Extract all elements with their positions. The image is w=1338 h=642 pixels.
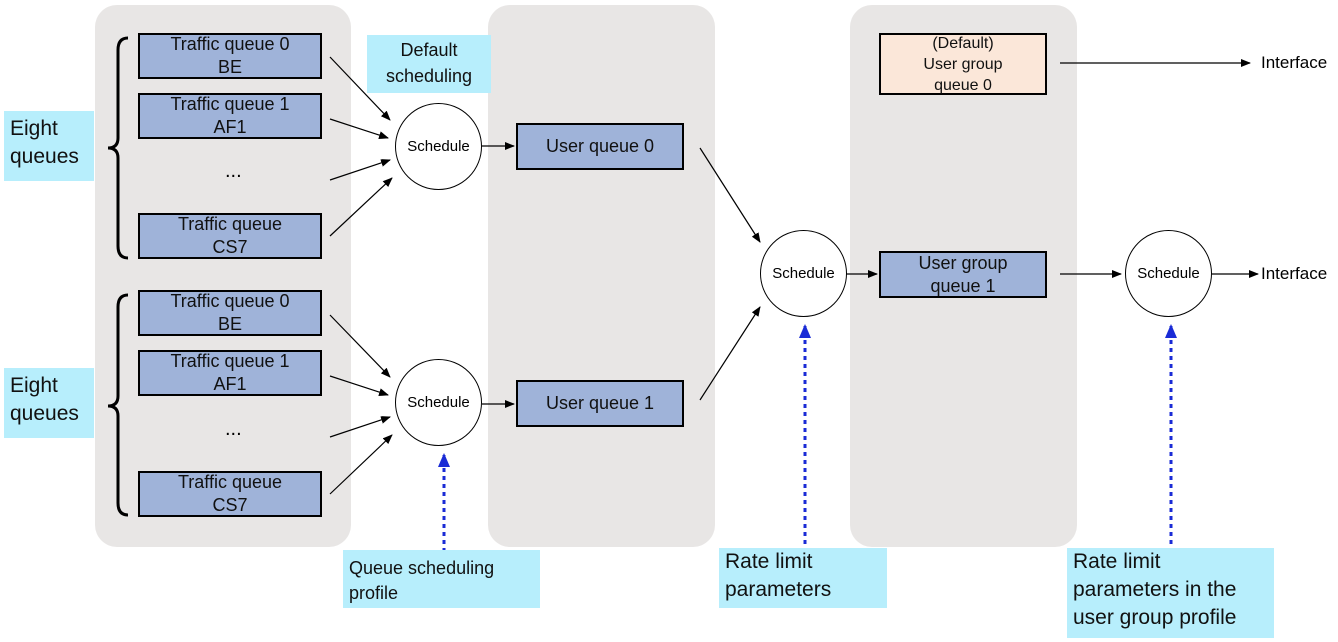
queue-scheduling-profile-label: Queue scheduling profile	[343, 550, 540, 608]
traffic-queue-af1-2: Traffic queue 1 AF1	[138, 350, 322, 396]
rate-limit-user-group-label: Rate limit parameters in the user group …	[1067, 548, 1274, 638]
traffic-queue-cs7-2: Traffic queue CS7	[138, 471, 322, 517]
user-group-queue-0: (Default) User group queue 0	[879, 33, 1047, 95]
ellipsis-2: ...	[225, 418, 242, 440]
brace-1	[107, 36, 129, 260]
user-queue-1: User queue 1	[516, 380, 684, 427]
scheduler-2: Schedule	[395, 359, 482, 446]
user-group-queue-1: User group queue 1	[879, 251, 1047, 298]
brace-2	[107, 293, 129, 517]
default-scheduling-label: Default scheduling	[367, 35, 491, 93]
eight-queues-label-2: Eight queues	[4, 368, 94, 438]
traffic-queue-be-1: Traffic queue 0 BE	[138, 33, 322, 79]
traffic-queue-af1-1: Traffic queue 1 AF1	[138, 93, 322, 139]
interface-label-2: Interface	[1261, 264, 1328, 283]
scheduler-4: Schedule	[1125, 230, 1212, 317]
user-queue-0: User queue 0	[516, 123, 684, 170]
user-queue-panel	[488, 5, 715, 547]
traffic-queue-be-2: Traffic queue 0 BE	[138, 290, 322, 336]
eight-queues-label-1: Eight queues	[4, 111, 94, 181]
interface-label-1: Interface	[1261, 53, 1328, 72]
scheduler-1: Schedule	[395, 103, 482, 190]
ellipsis-1: ...	[225, 160, 242, 182]
scheduler-3: Schedule	[760, 230, 847, 317]
rate-limit-parameters-label: Rate limit parameters	[719, 548, 887, 608]
traffic-queue-cs7-1: Traffic queue CS7	[138, 213, 322, 259]
